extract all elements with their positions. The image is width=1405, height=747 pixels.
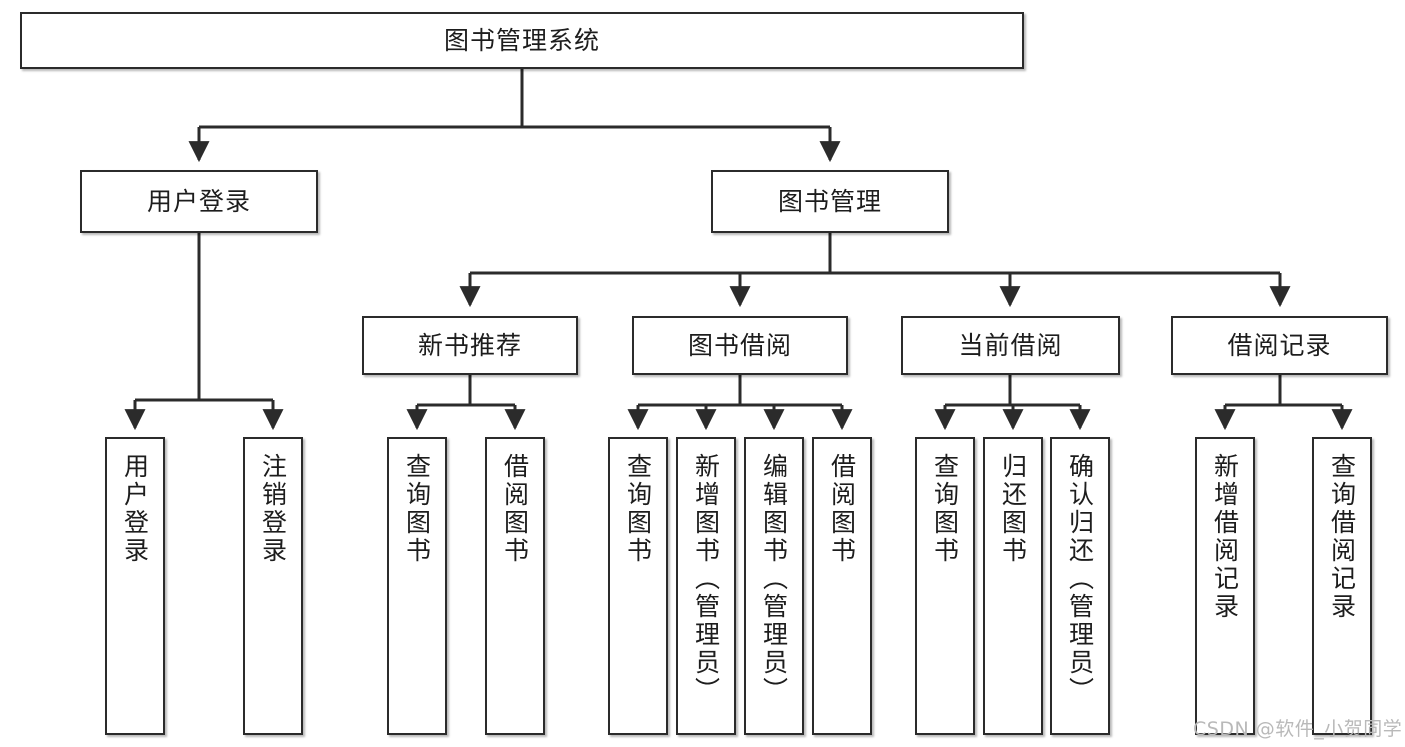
node-label: 归还图书 bbox=[998, 453, 1028, 565]
node-leaf-edit-book-admin[interactable]: 编辑图书（管理员） bbox=[744, 437, 804, 735]
node-leaf-confirm-return-admin[interactable]: 确认归还（管理员） bbox=[1050, 437, 1110, 735]
node-leaf-borrow-book-a[interactable]: 借阅图书 bbox=[485, 437, 545, 735]
node-label: 查询图书 bbox=[623, 453, 653, 565]
node-borrow-record[interactable]: 借阅记录 bbox=[1171, 316, 1388, 375]
node-leaf-user-login[interactable]: 用户登录 bbox=[105, 437, 165, 735]
node-leaf-add-book-admin[interactable]: 新增图书（管理员） bbox=[676, 437, 736, 735]
node-label: 借阅图书 bbox=[500, 453, 530, 565]
node-label: 查询图书 bbox=[930, 453, 960, 565]
node-label: 新增图书（管理员） bbox=[691, 453, 721, 705]
node-label: 查询图书 bbox=[402, 453, 432, 565]
node-leaf-query-borrow-record[interactable]: 查询借阅记录 bbox=[1312, 437, 1372, 735]
node-leaf-query-book-b[interactable]: 查询图书 bbox=[608, 437, 668, 735]
node-label: 借阅记录 bbox=[1227, 330, 1332, 360]
node-book-management[interactable]: 图书管理 bbox=[711, 170, 949, 233]
node-label: 新增借阅记录 bbox=[1210, 453, 1240, 621]
node-root-system[interactable]: 图书管理系统 bbox=[20, 12, 1024, 69]
node-label: 当前借阅 bbox=[958, 330, 1063, 360]
node-label: 新书推荐 bbox=[417, 330, 522, 360]
node-leaf-query-book-a[interactable]: 查询图书 bbox=[387, 437, 447, 735]
node-label: 查询借阅记录 bbox=[1327, 453, 1357, 621]
watermark-text: CSDN @软件_小贺同学 bbox=[1193, 718, 1403, 740]
node-label: 用户登录 bbox=[146, 186, 251, 216]
node-label: 图书管理 bbox=[777, 186, 882, 216]
node-leaf-query-book-c[interactable]: 查询图书 bbox=[915, 437, 975, 735]
node-user-login[interactable]: 用户登录 bbox=[80, 170, 318, 233]
node-label: 图书借阅 bbox=[687, 330, 792, 360]
node-label: 图书管理系统 bbox=[443, 25, 600, 55]
node-leaf-return-book[interactable]: 归还图书 bbox=[983, 437, 1043, 735]
node-book-borrow[interactable]: 图书借阅 bbox=[632, 316, 848, 375]
node-label: 注销登录 bbox=[258, 453, 288, 565]
node-current-borrow[interactable]: 当前借阅 bbox=[901, 316, 1120, 375]
node-label: 用户登录 bbox=[120, 453, 150, 565]
node-label: 借阅图书 bbox=[827, 453, 857, 565]
node-label: 编辑图书（管理员） bbox=[759, 453, 789, 705]
node-leaf-logout[interactable]: 注销登录 bbox=[243, 437, 303, 735]
node-leaf-borrow-book-b[interactable]: 借阅图书 bbox=[812, 437, 872, 735]
node-label: 确认归还（管理员） bbox=[1065, 453, 1095, 705]
node-leaf-add-borrow-record[interactable]: 新增借阅记录 bbox=[1195, 437, 1255, 735]
node-new-book-recommend[interactable]: 新书推荐 bbox=[362, 316, 578, 375]
